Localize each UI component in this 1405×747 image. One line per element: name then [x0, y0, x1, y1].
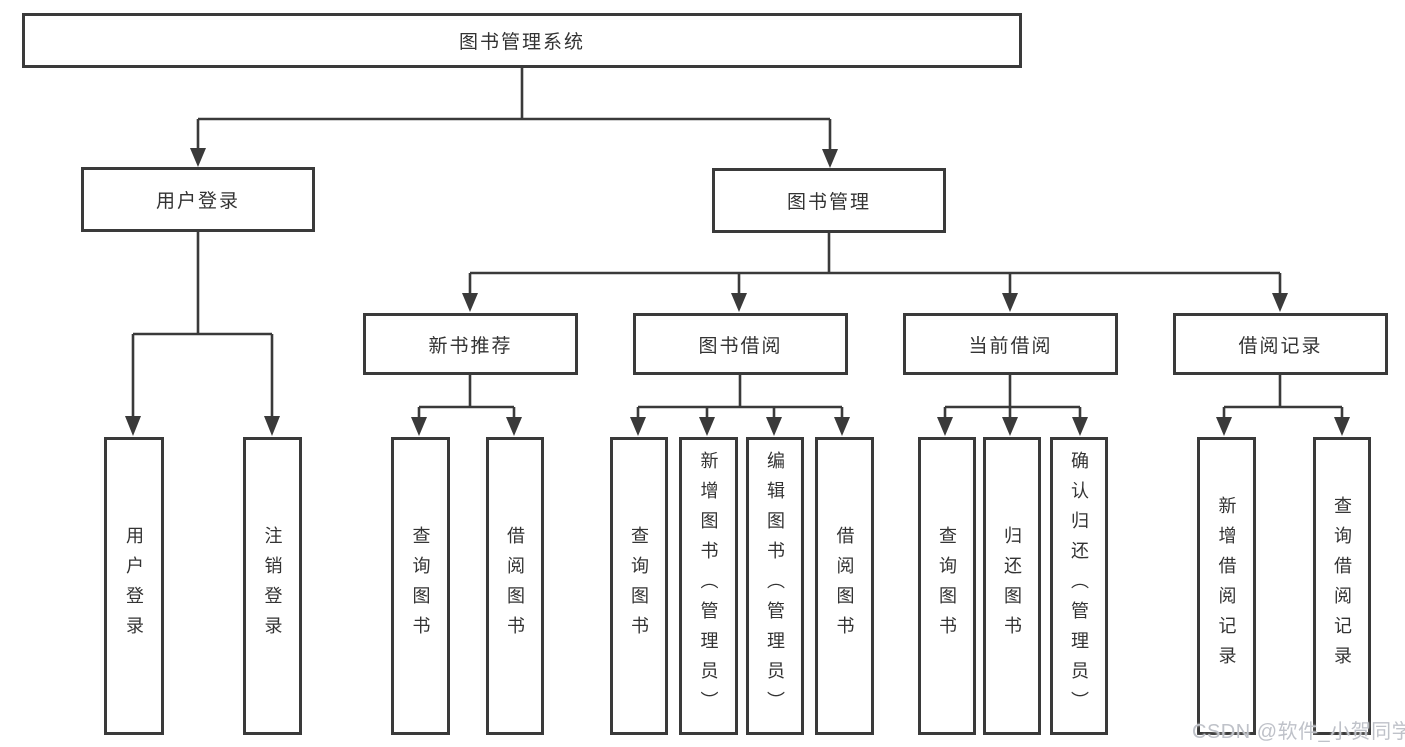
arrowhead: [1272, 293, 1288, 312]
node-new-book-recommend: 新书推荐: [363, 313, 578, 375]
leaf-query-books-borrowing-label: 查询图书: [629, 526, 649, 646]
node-borrowing-records-label: 借阅记录: [1238, 335, 1323, 357]
node-current-borrowing-label: 当前借阅: [968, 335, 1053, 357]
leaf-query-books-borrowing: 查询图书: [610, 437, 668, 735]
leaf-borrow-books-recommend: 借阅图书: [486, 437, 544, 735]
leaf-logout-label: 注销登录: [262, 526, 283, 646]
leaf-borrow-books-label: 借阅图书: [834, 526, 855, 646]
node-book-management-label: 图书管理: [786, 192, 871, 213]
arrowhead: [125, 416, 141, 436]
arrowhead: [1002, 417, 1018, 436]
connector-new-books: [411, 375, 522, 436]
arrowhead: [462, 293, 478, 312]
arrowhead: [1216, 417, 1232, 436]
arrowhead: [264, 416, 280, 436]
node-book-borrowing: 图书借阅: [633, 313, 848, 375]
arrowhead: [411, 417, 427, 436]
arrowhead: [731, 293, 747, 312]
arrowhead: [937, 417, 953, 436]
leaf-borrow-books-recommend-label: 借阅图书: [505, 526, 525, 646]
connector-current-borrow: [937, 375, 1088, 436]
node-new-book-recommend-label: 新书推荐: [428, 335, 513, 357]
leaf-edit-books-admin: 编辑图书（管理员）: [746, 437, 804, 735]
csdn-watermark: CSDN @软件_小贺同学: [1192, 721, 1405, 743]
leaf-query-books-recommend-label: 查询图书: [410, 526, 431, 646]
leaf-add-borrow-record: 新增借阅记录: [1197, 437, 1256, 735]
arrowhead: [1334, 417, 1350, 436]
leaf-add-books-admin: 新增图书（管理员）: [679, 437, 738, 735]
connector-book-mgmt: [462, 233, 1288, 312]
leaf-add-books-admin-label: 新增图书（管理员）: [698, 451, 719, 721]
leaf-return-books-label: 归还图书: [1002, 526, 1022, 646]
node-book-management: 图书管理: [712, 168, 946, 233]
arrowhead: [1072, 417, 1088, 436]
node-current-borrowing: 当前借阅: [903, 313, 1118, 375]
arrowhead: [190, 148, 206, 167]
arrowhead: [834, 417, 850, 436]
connector-borrow-records: [1216, 375, 1350, 436]
node-borrowing-records: 借阅记录: [1173, 313, 1388, 375]
leaf-return-books: 归还图书: [983, 437, 1041, 735]
connector-user-login: [125, 232, 280, 436]
arrowhead: [506, 417, 522, 436]
leaf-user-login-label: 用户登录: [124, 526, 144, 646]
node-root: 图书管理系统: [22, 13, 1022, 68]
leaf-confirm-return-admin-label: 确认归还（管理员）: [1069, 451, 1089, 721]
node-user-login: 用户登录: [81, 167, 315, 232]
connector-book-borrow: [630, 375, 850, 436]
leaf-confirm-return-admin: 确认归还（管理员）: [1050, 437, 1108, 735]
connector-root: [190, 68, 838, 168]
node-user-login-label: 用户登录: [155, 191, 240, 212]
leaf-user-login: 用户登录: [104, 437, 164, 735]
leaf-query-borrow-record-label: 查询借阅记录: [1332, 496, 1352, 676]
arrowhead: [699, 417, 715, 436]
arrowhead: [766, 417, 782, 436]
arrowhead: [1002, 293, 1018, 312]
leaf-query-books-recommend: 查询图书: [391, 437, 450, 735]
leaf-edit-books-admin-label: 编辑图书（管理员）: [765, 451, 785, 721]
leaf-query-books-current-label: 查询图书: [937, 526, 957, 646]
leaf-add-borrow-record-label: 新增借阅记录: [1216, 496, 1237, 676]
arrowhead: [630, 417, 646, 436]
arrowhead: [822, 149, 838, 168]
leaf-borrow-books: 借阅图书: [815, 437, 874, 735]
node-book-borrowing-label: 图书借阅: [698, 335, 783, 357]
leaf-logout: 注销登录: [243, 437, 302, 735]
leaf-query-books-current: 查询图书: [918, 437, 976, 735]
node-root-label: 图书管理系统: [458, 32, 585, 53]
leaf-query-borrow-record: 查询借阅记录: [1313, 437, 1371, 735]
